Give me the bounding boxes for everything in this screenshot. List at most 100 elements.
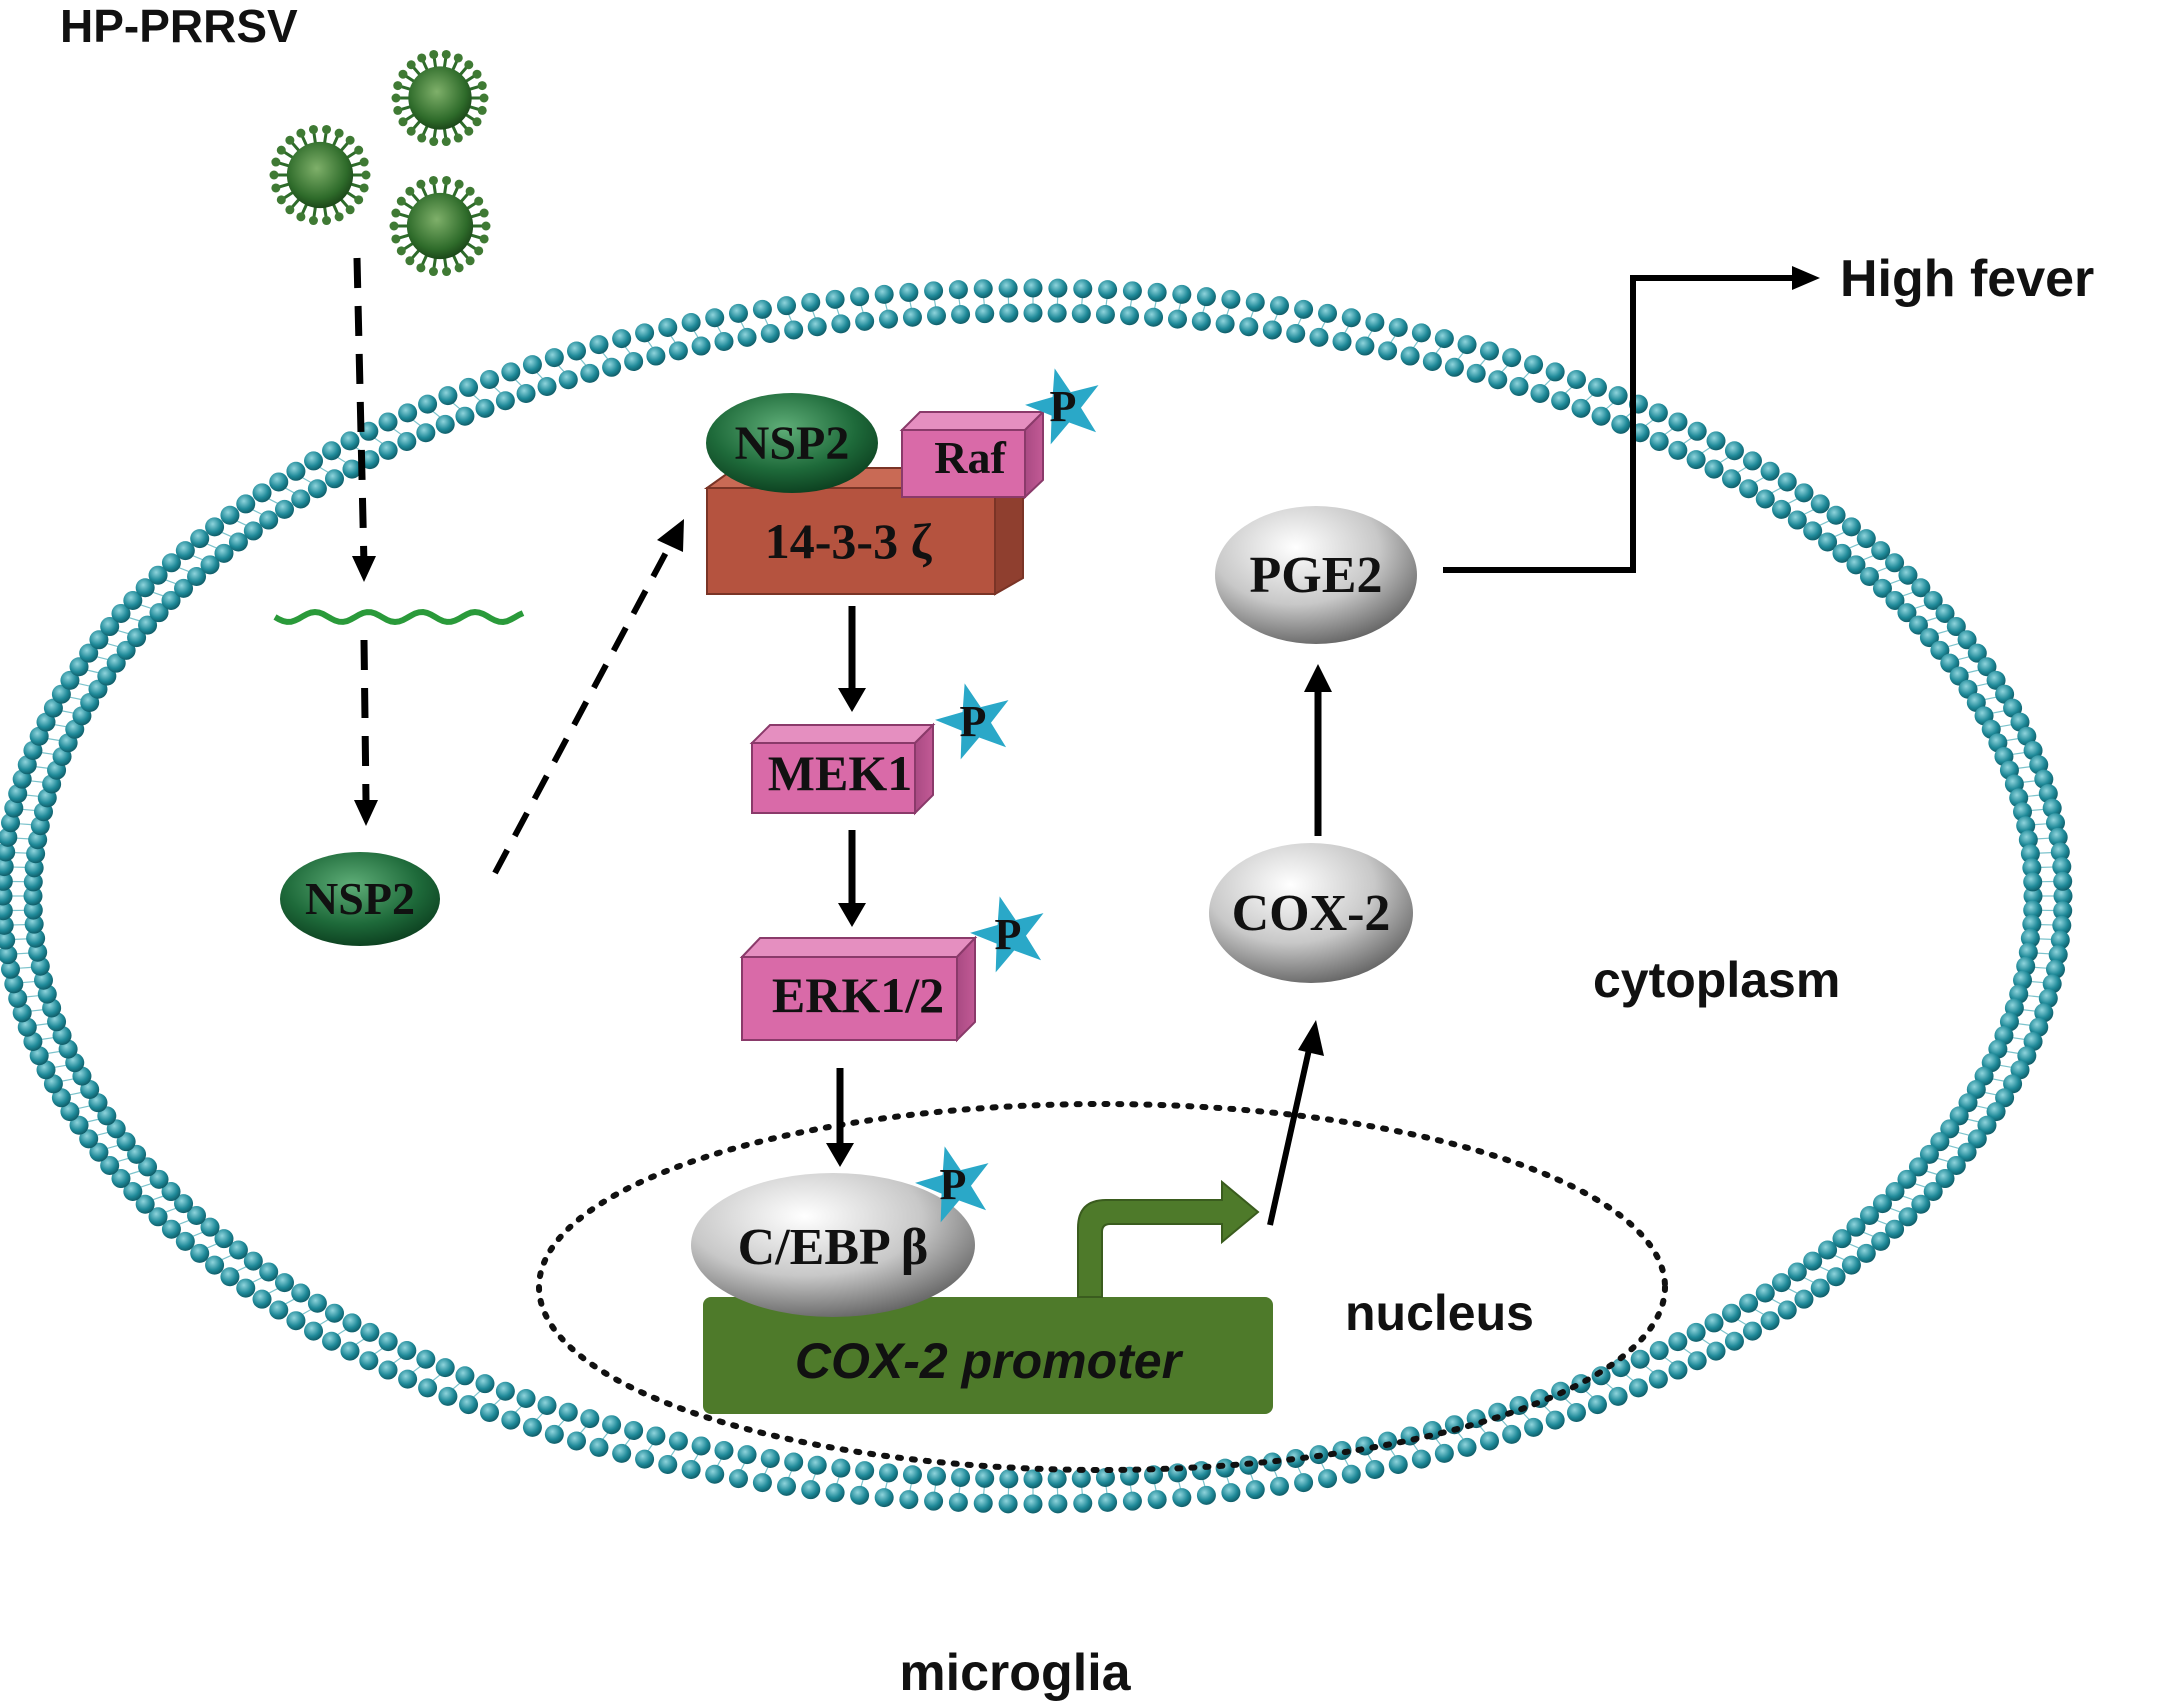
lipid-head	[1777, 472, 1797, 492]
lipid-tail	[693, 330, 699, 338]
lipid-tail	[35, 766, 48, 769]
lipid-tail	[206, 543, 217, 549]
lipid-head	[544, 1424, 564, 1444]
lipid-head	[635, 323, 655, 343]
lipid-head	[1897, 603, 1917, 623]
phospho-label: P	[1050, 382, 1077, 431]
lipid-head	[438, 1386, 458, 1406]
lipid-tail	[1803, 509, 1814, 515]
lipid-head	[1147, 1490, 1167, 1510]
lipid-head	[874, 284, 894, 304]
lipid-head	[1286, 323, 1306, 343]
lipid-head	[475, 398, 495, 418]
lipid-head	[435, 414, 455, 434]
lipid-head	[1846, 555, 1866, 575]
lipid-head	[1611, 414, 1631, 434]
lipid-head	[1856, 529, 1876, 549]
lipid-tail	[693, 1454, 699, 1462]
raf-block	[899, 409, 1046, 500]
lipid-head	[1908, 1157, 1928, 1177]
lipid-head	[1706, 431, 1726, 451]
lipid-tail	[1344, 326, 1350, 334]
lipid-head	[2053, 886, 2073, 906]
lipid-tail	[473, 394, 481, 402]
mek1-label: MEK1	[768, 745, 912, 801]
lipid-head	[1898, 565, 1918, 585]
raf-label: Raf	[934, 432, 1006, 483]
lipid-head	[26, 928, 46, 948]
lipid-tail	[536, 1412, 544, 1420]
lipid-head	[148, 565, 168, 585]
lipid-head	[286, 461, 306, 481]
lipid-tail	[788, 314, 793, 322]
lipid-head	[831, 314, 851, 334]
lipid-tail	[860, 1479, 864, 1487]
lipid-head	[1859, 567, 1879, 587]
lipid-tail	[2023, 1009, 2036, 1012]
lipid-head	[1826, 505, 1846, 525]
protein-1433-label: 14-3-3 ζ	[765, 513, 933, 569]
phospho-star-icon	[935, 683, 1009, 760]
lipid-head	[1434, 1443, 1454, 1463]
lipid-tail	[1585, 1390, 1593, 1398]
lipid-tail	[647, 1443, 654, 1452]
lipid-head	[2045, 813, 2065, 833]
lipid-head	[975, 1468, 995, 1488]
lipid-head	[149, 1169, 169, 1189]
lipid-tail	[1937, 1157, 1949, 1163]
lipid-head	[760, 1449, 780, 1469]
lipid-head	[544, 348, 564, 368]
nsp2-upper-oval	[706, 393, 878, 493]
lipid-tail	[106, 1144, 119, 1149]
lipid-head	[801, 292, 821, 312]
lipid-tail	[1501, 365, 1508, 373]
lipid-head	[2010, 712, 2030, 732]
lipid-tail	[1544, 379, 1552, 387]
virus-particle-icon	[389, 175, 491, 277]
lipid-head	[1122, 281, 1142, 301]
lipid-head	[1841, 517, 1861, 537]
lipid-head	[752, 299, 772, 319]
lipid-head	[948, 280, 968, 300]
lipid-tail	[493, 386, 502, 394]
lipid-head	[2010, 1060, 2030, 1080]
lipid-head	[269, 1300, 289, 1320]
lipid-head	[1977, 657, 1997, 677]
lipid-head	[2029, 1017, 2049, 1037]
lipid-tail	[1876, 1219, 1888, 1225]
lipid-head	[1524, 1417, 1544, 1437]
lipid-head	[1172, 284, 1192, 304]
lipid-tail	[1902, 1195, 1914, 1201]
nucleus-boundary	[536, 1101, 1668, 1473]
lipid-head	[8, 988, 28, 1008]
lipid-head	[89, 630, 109, 650]
lipid-head	[580, 363, 600, 383]
lipid-tail	[140, 1183, 152, 1188]
lipid-head	[1196, 1485, 1216, 1505]
lipid-head	[784, 320, 804, 340]
lipid-tail	[2023, 780, 2036, 783]
lipid-head	[567, 1431, 587, 1451]
lipid-tail	[1926, 617, 1938, 622]
lipid-head	[397, 431, 417, 451]
lipid-tail	[69, 696, 82, 701]
lipid-head	[340, 1341, 360, 1361]
lipid-head	[1871, 1231, 1891, 1251]
lipid-tail	[1129, 1485, 1133, 1493]
lipid-head	[2022, 858, 2042, 878]
lipid-head	[801, 1480, 821, 1500]
lipid-head	[480, 370, 500, 390]
lipid-head	[668, 1431, 688, 1451]
lipid-head	[100, 617, 120, 637]
lipid-head	[17, 1017, 37, 1037]
lipid-head	[36, 1060, 56, 1080]
lipid-tail	[836, 1476, 840, 1485]
lipid-tail	[1479, 358, 1486, 366]
lipid-tail	[764, 1466, 769, 1475]
lipid-tail	[2031, 980, 2044, 984]
lipid-head	[1262, 320, 1282, 340]
lipid-tail	[14, 938, 27, 940]
lipid-head	[1479, 1431, 1499, 1451]
lipid-head	[1739, 1293, 1759, 1313]
lipid-head	[1724, 441, 1744, 461]
